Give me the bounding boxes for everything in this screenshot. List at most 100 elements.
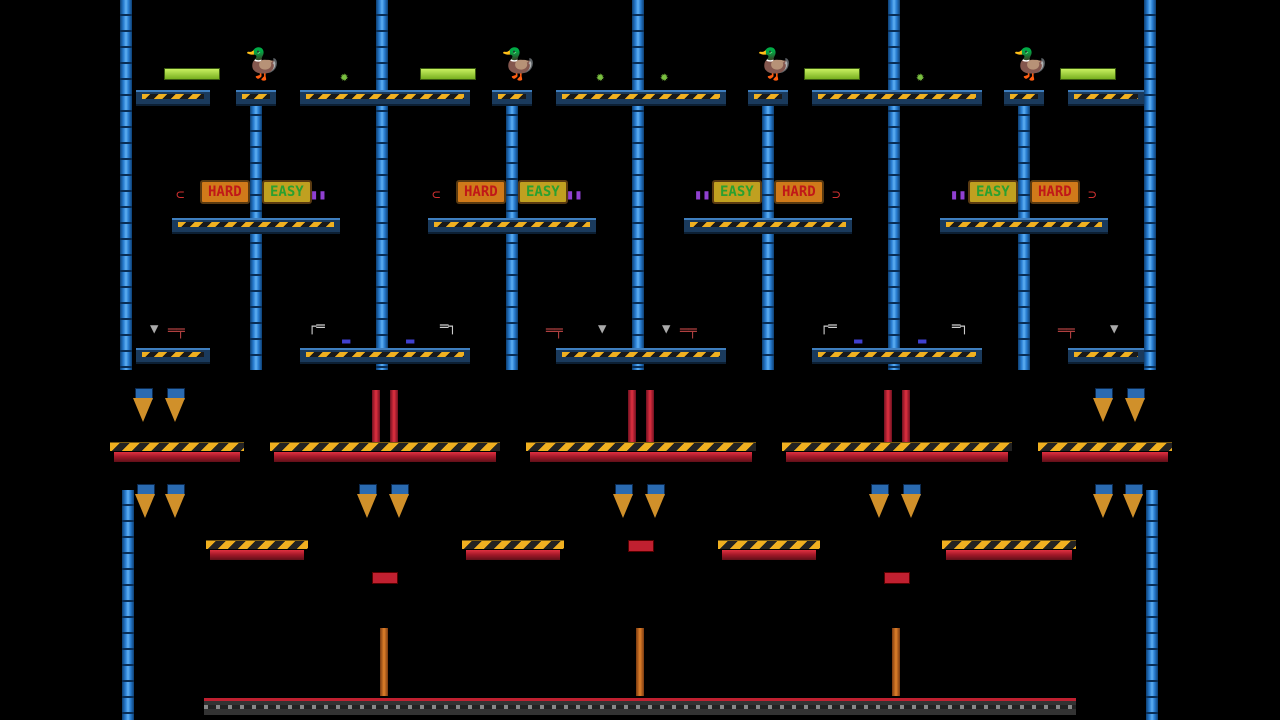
floor-rail <box>204 698 1076 715</box>
armor-icon: ▼ <box>598 321 607 337</box>
thruster <box>134 484 156 520</box>
shoes-icon: ▬ <box>342 333 351 349</box>
magnet-icon: ⊃ <box>1088 187 1097 203</box>
copper-pole <box>892 628 900 696</box>
blue-platform <box>236 90 276 106</box>
blue-platform <box>492 90 532 106</box>
difficulty-sign: HARD <box>774 180 824 204</box>
shoes-icon: ▬ <box>406 333 415 349</box>
blue-pipe <box>506 100 518 370</box>
red-column <box>884 390 892 450</box>
magnet-icon: ⊂ <box>176 187 185 203</box>
blue-pipe <box>762 100 774 370</box>
blue-pipe <box>1018 100 1030 370</box>
blue-platform <box>136 348 210 364</box>
duck-icon: 🦆 <box>500 47 538 82</box>
red-platform <box>942 540 1076 562</box>
blue-platform <box>136 90 210 106</box>
difficulty-sign: EASY <box>968 180 1018 204</box>
ammo-icon: ▮▮ <box>310 187 327 203</box>
sign-platform <box>684 218 852 234</box>
sign-platform <box>940 218 1108 234</box>
ammo-icon: ▮▮ <box>950 187 967 203</box>
magnet-icon: ⊂ <box>432 187 441 203</box>
blue-pipe <box>1144 0 1156 370</box>
green-pipe-weapon-icon <box>420 68 476 80</box>
red-column <box>390 390 398 450</box>
duck-icon: 🦆 <box>244 47 282 82</box>
blue-pipe <box>1146 490 1158 720</box>
spring-pad <box>628 540 654 552</box>
red-platform <box>718 540 820 562</box>
green-pipe-weapon-icon <box>804 68 860 80</box>
blue-pipe <box>250 100 262 370</box>
frog-icon: ✹ <box>596 69 605 85</box>
blue-platform <box>812 348 982 364</box>
pistol-icon: ═┐ <box>952 319 969 335</box>
shotgun-icon: ═╤ <box>1058 323 1075 339</box>
thruster <box>612 484 634 520</box>
red-platform <box>782 442 1012 464</box>
spring-pad <box>372 572 398 584</box>
thruster <box>644 484 666 520</box>
shoes-icon: ▬ <box>918 333 927 349</box>
frog-icon: ✹ <box>340 69 349 85</box>
pistol-icon: ┌═ <box>820 319 837 335</box>
difficulty-sign: HARD <box>456 180 506 204</box>
thruster <box>1092 388 1114 424</box>
shotgun-icon: ═╤ <box>546 323 563 339</box>
red-platform <box>1038 442 1172 464</box>
thruster <box>356 484 378 520</box>
thruster <box>132 388 154 424</box>
duck-icon: 🦆 <box>756 47 794 82</box>
pistol-icon: ═┐ <box>440 319 457 335</box>
thruster <box>868 484 890 520</box>
armor-icon: ▼ <box>1110 321 1119 337</box>
red-column <box>628 390 636 450</box>
copper-pole <box>636 628 644 696</box>
red-platform <box>270 442 500 464</box>
red-column <box>902 390 910 450</box>
thruster <box>164 484 186 520</box>
shoes-icon: ▬ <box>854 333 863 349</box>
thruster <box>1122 484 1144 520</box>
blue-platform <box>556 348 726 364</box>
green-pipe-weapon-icon <box>164 68 220 80</box>
blue-platform <box>556 90 726 106</box>
difficulty-sign: EASY <box>518 180 568 204</box>
blue-platform <box>748 90 788 106</box>
red-column <box>372 390 380 450</box>
copper-pole <box>380 628 388 696</box>
sign-platform <box>172 218 340 234</box>
red-platform <box>110 442 244 464</box>
blue-pipe <box>632 0 644 370</box>
difficulty-sign: HARD <box>200 180 250 204</box>
pistol-icon: ┌═ <box>308 319 325 335</box>
blue-pipe <box>120 0 132 370</box>
magnet-icon: ⊃ <box>832 187 841 203</box>
armor-icon: ▼ <box>662 321 671 337</box>
duck-icon: 🦆 <box>1012 47 1050 82</box>
blue-platform <box>1068 348 1144 364</box>
blue-pipe <box>888 0 900 370</box>
frog-icon: ✹ <box>916 69 925 85</box>
frog-icon: ✹ <box>660 69 669 85</box>
shotgun-icon: ═╤ <box>168 323 185 339</box>
ammo-icon: ▮▮ <box>694 187 711 203</box>
blue-pipe <box>122 490 134 720</box>
sign-platform <box>428 218 596 234</box>
red-platform <box>206 540 308 562</box>
difficulty-sign: EASY <box>712 180 762 204</box>
red-column <box>646 390 654 450</box>
blue-platform <box>300 90 470 106</box>
ammo-icon: ▮▮ <box>566 187 583 203</box>
red-platform <box>462 540 564 562</box>
armor-icon: ▼ <box>150 321 159 337</box>
red-platform <box>526 442 756 464</box>
blue-platform <box>300 348 470 364</box>
blue-platform <box>1068 90 1144 106</box>
thruster <box>388 484 410 520</box>
thruster <box>1124 388 1146 424</box>
thruster <box>1092 484 1114 520</box>
